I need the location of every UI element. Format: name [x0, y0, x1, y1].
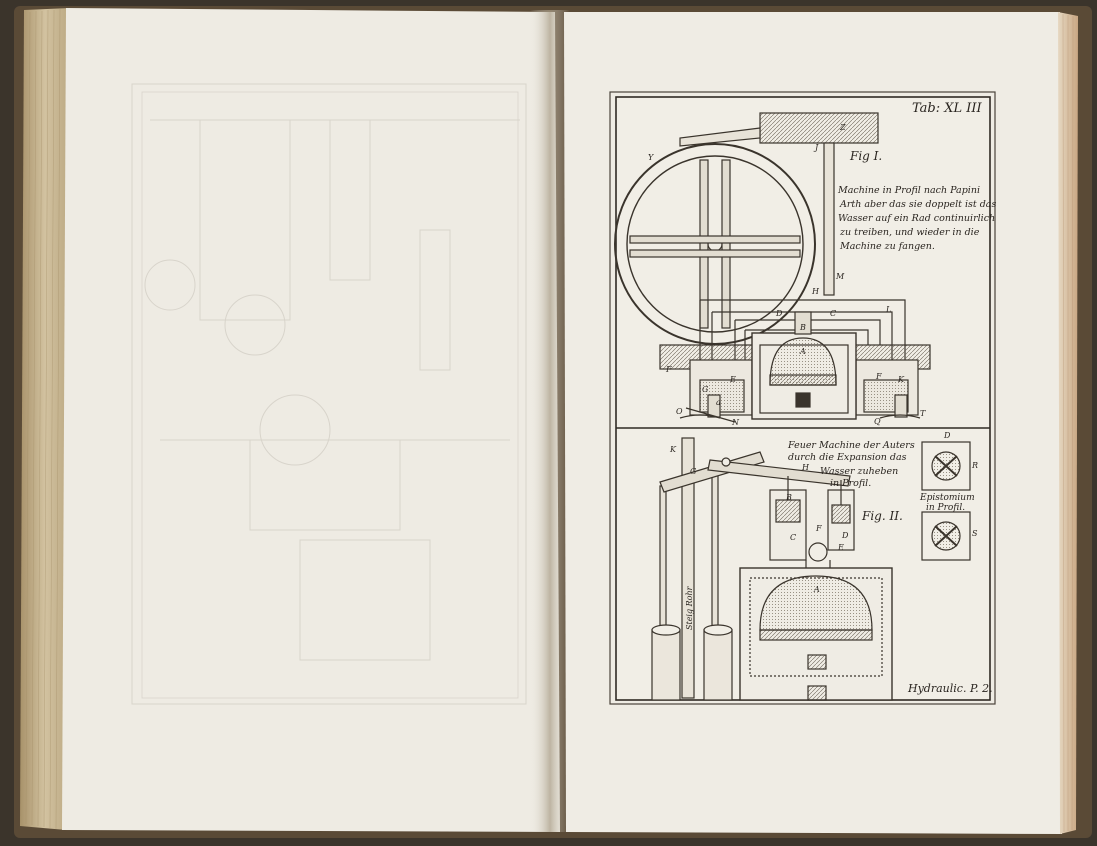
letter-label: A	[813, 585, 820, 594]
figure-one-label: Fig I.	[849, 149, 882, 163]
letter-label: Z	[839, 123, 846, 132]
letter-label: C	[790, 533, 796, 542]
letter-label: E	[837, 543, 844, 552]
letter-label: G	[690, 467, 697, 476]
epistomium-caption-line: Epistomium	[919, 493, 975, 503]
figure-two-caption: Feuer Machine der Auters durch die Expan…	[787, 440, 915, 489]
figure-two-caption-line: in Profil.	[830, 478, 871, 489]
letter-label: F	[815, 524, 822, 533]
letter-label: O	[676, 407, 683, 416]
figure-one-caption-line: Machine in Profil nach Papini	[837, 185, 980, 196]
letter-label: a	[716, 398, 721, 407]
figure-two-letters: K G H B C F D E A D R S	[669, 431, 978, 594]
letter-label: L	[885, 305, 891, 314]
epistomium-caption: Epistomium in Profil.	[919, 493, 975, 513]
letter-label: H	[811, 287, 820, 296]
left-page	[20, 8, 570, 832]
letter-label: Q	[874, 417, 881, 426]
letter-label: D	[841, 531, 849, 540]
figure-one-caption-line: Wasser auf ein Rad continuirlich	[838, 213, 995, 224]
letter-label: M	[835, 272, 845, 281]
figure-one-letters: Y J Z M H D C L B A E F F K G a O N Q T	[648, 123, 926, 427]
right-page: Tab: XL III Hydraulic. P. 2. Fig I. Mach…	[564, 12, 1078, 834]
water-wheel	[614, 143, 816, 345]
letter-label: B	[799, 323, 806, 332]
plate-border	[609, 91, 996, 705]
letter-label: C	[830, 309, 836, 318]
boiler-dome	[769, 337, 837, 386]
letter-label: Y	[648, 153, 654, 162]
figure-one-caption: Machine in Profil nach Papini Arth aber …	[837, 185, 996, 252]
letter-label: T	[920, 409, 926, 418]
letter-label: G	[702, 385, 709, 394]
letter-label: D	[775, 309, 783, 318]
letter-label: N	[731, 418, 740, 427]
rising-pipe	[681, 437, 695, 699]
epistomium-caption-line: in Profil.	[926, 503, 965, 513]
letter-label: D	[943, 431, 951, 440]
figure-two-drawing	[651, 437, 971, 701]
epistomium-detail	[921, 441, 971, 561]
left-page-edges	[20, 8, 70, 830]
figure-one-caption-line: Machine zu fangen.	[839, 241, 935, 252]
letter-label: B	[785, 493, 792, 502]
figure-two-label: Fig. II.	[861, 509, 903, 523]
letter-label: K	[897, 375, 905, 384]
figure-two-caption-line: Feuer Machine der Auters	[787, 440, 915, 451]
letter-label: E	[729, 375, 736, 384]
figure-one-drawing	[614, 112, 931, 423]
letter-label: F	[875, 372, 882, 381]
figure-two-caption-line: durch die Expansion das	[788, 452, 907, 463]
figure-two-caption-line: Wasser zuheben	[820, 466, 898, 477]
boiler-dome-two	[759, 575, 873, 631]
letter-label: A	[799, 347, 806, 356]
figure-one-caption-line: Arth aber das sie doppelt ist das	[839, 199, 996, 210]
rising-pipe-label: Steig Rohr	[685, 585, 694, 630]
letter-label: K	[669, 445, 677, 454]
top-cistern	[759, 112, 879, 144]
letter-label: S	[972, 529, 978, 538]
figure-one-caption-line: zu treiben, und wieder in die	[839, 227, 980, 238]
plate-number: Tab: XL III	[912, 101, 983, 116]
letter-label: R	[971, 461, 978, 470]
letter-label: H	[801, 463, 810, 472]
letter-label: F	[665, 365, 672, 374]
plate-footer: Hydraulic. P. 2.	[907, 682, 993, 695]
show-through-ghost	[131, 83, 527, 705]
letter-label: J	[813, 143, 819, 152]
